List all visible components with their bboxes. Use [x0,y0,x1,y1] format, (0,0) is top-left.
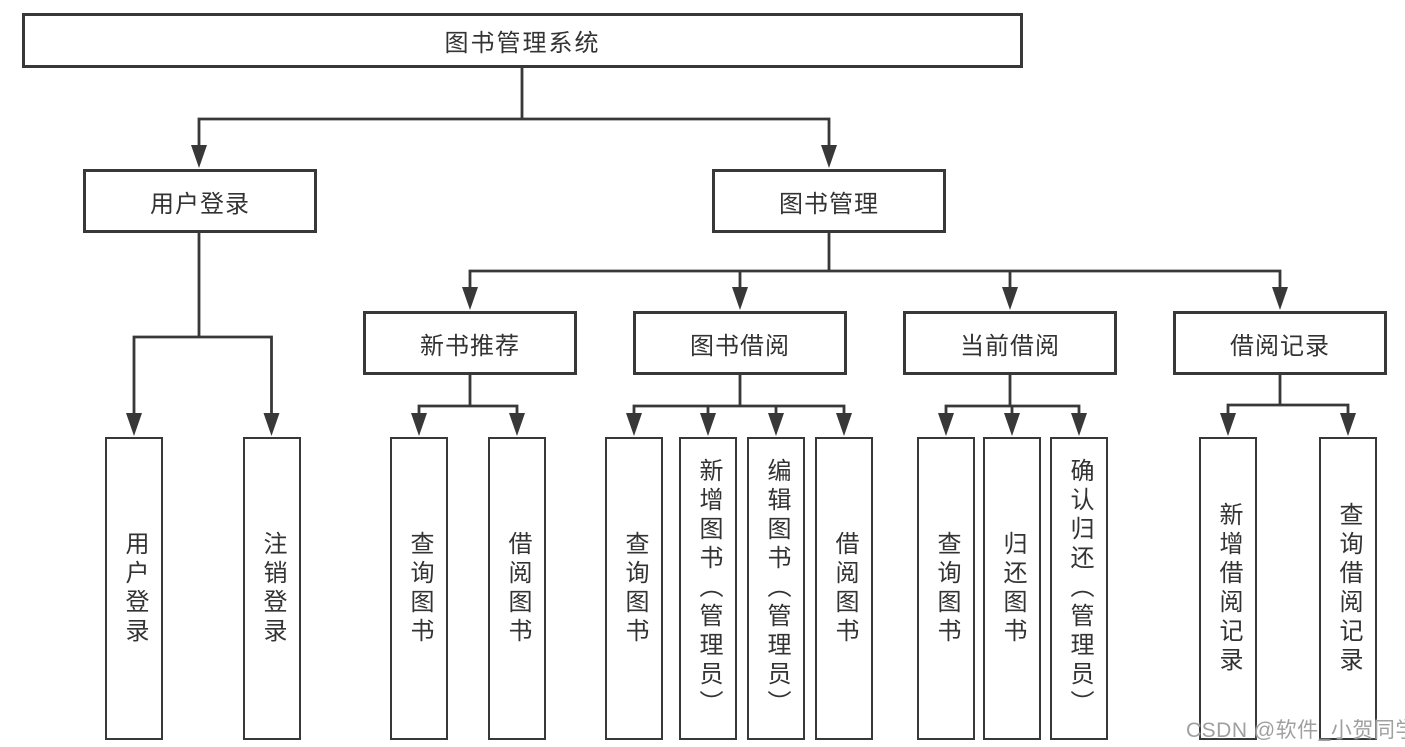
arrowheads-userlogin-children [126,413,280,436]
node-library-system: 图书管理系统 [22,13,1023,68]
node-borrow-record-label: 借阅记录 [1230,332,1330,360]
leaf-borrow-query: 查询图书 [605,437,663,740]
leaf-borrow-book-label: 借阅图书 [831,530,858,647]
arrowheads-level3 [462,287,1288,310]
connector-newbook-to-children [417,374,519,417]
arrowheads-level2 [191,145,837,168]
leaf-user-login: 用户登录 [105,437,163,740]
connector-root-to-level2 [197,66,831,148]
arrowheads-newbook-children [411,413,525,436]
leaf-newbook-borrow: 借阅图书 [488,437,546,740]
leaf-borrow-add-admin: 新增图书（管理员） [679,437,737,740]
leaf-current-return-label: 归还图书 [999,530,1026,647]
leaf-borrow-book: 借阅图书 [815,437,873,740]
leaf-newbook-query-label: 查询图书 [406,530,433,647]
leaf-record-query: 查询借阅记录 [1319,437,1377,740]
connector-currentborrow-to-children [944,374,1081,417]
csdn-watermark: CSDN @软件_小贺同学 [1186,719,1405,742]
node-book-management: 图书管理 [712,169,946,233]
arrowheads-currentborrow-children [938,413,1087,436]
connector-bookborrow-to-children [632,374,846,417]
leaf-current-confirm-admin-label: 确认归还（管理员） [1066,458,1093,719]
leaf-current-confirm-admin: 确认归还（管理员） [1050,437,1108,740]
node-new-book-recommend-label: 新书推荐 [420,332,520,360]
leaf-newbook-query: 查询图书 [390,437,448,740]
leaf-borrow-edit-admin-label: 编辑图书（管理员） [763,458,790,719]
node-new-book-recommend: 新书推荐 [363,311,577,375]
arrowheads-borrowrecord-children [1220,413,1356,436]
node-user-login-label: 用户登录 [150,190,250,218]
leaf-borrow-query-label: 查询图书 [621,530,648,647]
leaf-current-query: 查询图书 [917,437,975,740]
connector-borrowrecord-to-children [1226,374,1350,417]
leaf-user-login-label: 用户登录 [121,530,148,647]
node-library-system-label: 图书管理系统 [444,30,601,57]
leaf-borrow-add-admin-label: 新增图书（管理员） [695,458,722,719]
node-book-management-label: 图书管理 [779,190,879,218]
leaf-borrow-edit-admin: 编辑图书（管理员） [747,437,805,740]
node-book-borrow-label: 图书借阅 [690,332,790,360]
leaf-logout-label: 注销登录 [259,530,286,647]
connector-userlogin-to-children [132,231,273,416]
arrowheads-bookborrow-children [626,413,852,436]
leaf-record-add: 新增借阅记录 [1199,437,1257,740]
leaf-record-add-label: 新增借阅记录 [1215,501,1242,676]
leaf-current-return: 归还图书 [983,437,1041,740]
node-book-borrow: 图书借阅 [633,311,847,375]
leaf-record-query-label: 查询借阅记录 [1335,501,1362,676]
node-current-borrow: 当前借阅 [903,311,1117,375]
connector-bookmgmt-to-level3 [468,231,1282,290]
leaf-current-query-label: 查询图书 [933,530,960,647]
leaf-logout: 注销登录 [243,437,301,740]
leaf-newbook-borrow-label: 借阅图书 [504,530,531,647]
node-borrow-record: 借阅记录 [1173,311,1387,375]
node-current-borrow-label: 当前借阅 [960,332,1060,360]
node-user-login: 用户登录 [83,169,317,233]
